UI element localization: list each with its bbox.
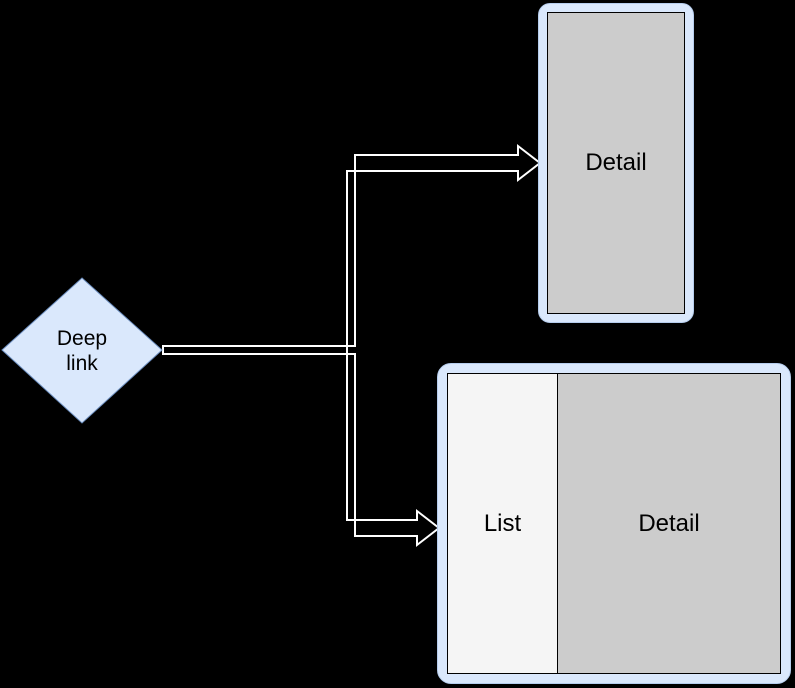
edge-deep-link-to-tablet bbox=[346, 353, 441, 548]
node-tablet-device[interactable]: List Detail bbox=[437, 363, 791, 684]
tablet-pane-list[interactable]: List bbox=[448, 374, 558, 673]
phone-pane-detail[interactable]: Detail bbox=[548, 13, 684, 313]
edge-deep-link-to-phone bbox=[162, 143, 542, 355]
diamond-shape bbox=[1, 277, 163, 424]
phone-screen: Detail bbox=[547, 12, 685, 314]
tablet-screen: List Detail bbox=[447, 373, 781, 674]
node-phone-device[interactable]: Detail bbox=[538, 3, 694, 323]
node-deep-link[interactable]: Deep link bbox=[0, 276, 164, 426]
tablet-pane-detail[interactable]: Detail bbox=[558, 374, 780, 673]
